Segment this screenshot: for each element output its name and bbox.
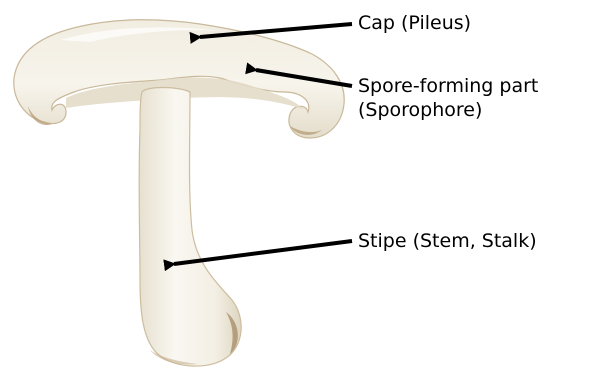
sporophore-label: Spore-forming part (Sporophore)	[358, 74, 538, 122]
sporophore-label-line1: Spore-forming part	[358, 74, 538, 98]
cap-label: Cap (Pileus)	[358, 11, 471, 35]
stipe-label: Stipe (Stem, Stalk)	[358, 229, 537, 253]
sporophore-label-line2: (Sporophore)	[358, 98, 538, 122]
mushroom-stipe	[139, 88, 241, 367]
stipe-arrow	[174, 241, 352, 264]
